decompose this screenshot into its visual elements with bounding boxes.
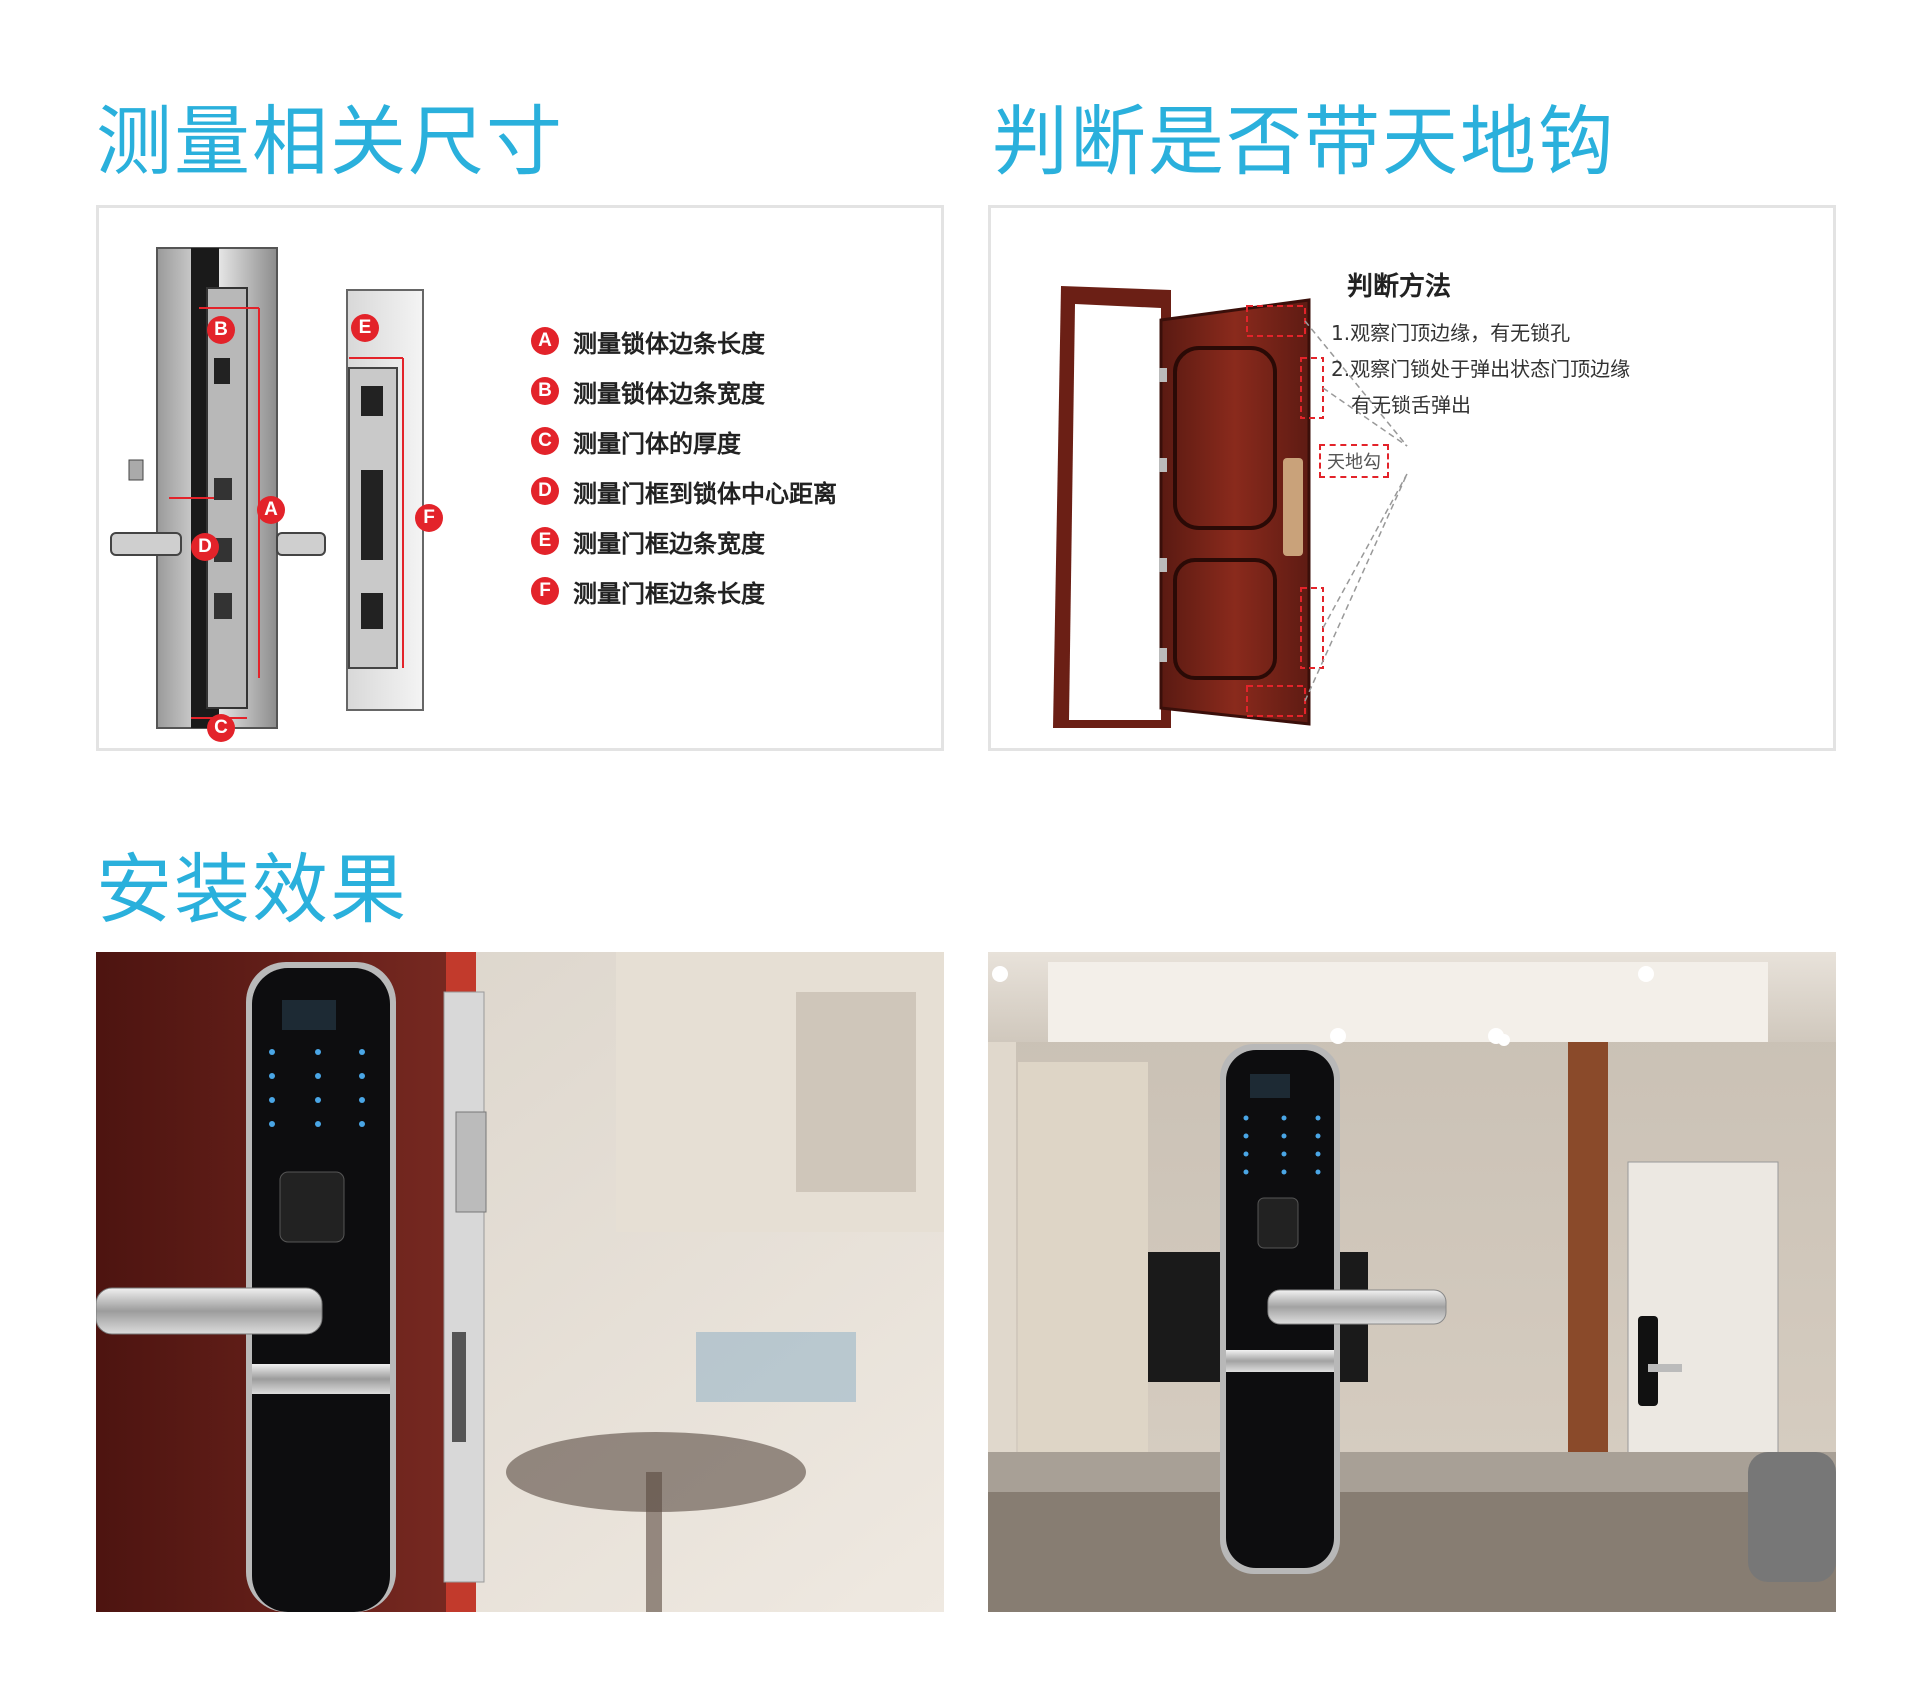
install-photo-room bbox=[988, 952, 1836, 1612]
legend-badge: C bbox=[531, 427, 559, 455]
lock-diagram bbox=[110, 247, 424, 729]
legend-badge: F bbox=[531, 577, 559, 605]
measure-panel: B A D C E F A 测量锁体边条长度 B 测量锁体边条宽度 C 测量门体… bbox=[96, 205, 944, 751]
diagram-badge-b: B bbox=[207, 316, 235, 344]
room-illustration bbox=[988, 952, 1836, 1612]
legend-text: 测量锁体边条宽度 bbox=[573, 379, 765, 408]
room-fingerprint-sensor-icon bbox=[1257, 1197, 1299, 1249]
method-line: 1.观察门顶边缘，有无锁孔 bbox=[1331, 321, 1571, 345]
measure-legend: A 测量锁体边条长度 B 测量锁体边条宽度 C 测量门体的厚度 D 测量门框到锁… bbox=[531, 326, 837, 626]
legend-item: B 测量锁体边条宽度 bbox=[531, 376, 837, 408]
legend-text: 测量锁体边条长度 bbox=[573, 329, 765, 358]
legend-item: C 测量门体的厚度 bbox=[531, 426, 837, 458]
fingerprint-sensor-icon bbox=[279, 1171, 345, 1243]
door-diagram bbox=[1053, 286, 1408, 728]
legend-text: 测量门框边条长度 bbox=[573, 579, 765, 608]
judge-method: 判断方法 1.观察门顶边缘，有无锁孔 2.观察门锁处于弹出状态门顶边缘 有无锁舌… bbox=[1331, 266, 1630, 423]
legend-item: F 测量门框边条长度 bbox=[531, 576, 837, 608]
legend-item: A 测量锁体边条长度 bbox=[531, 326, 837, 358]
legend-text: 测量门体的厚度 bbox=[573, 429, 741, 458]
method-title: 判断方法 bbox=[1347, 272, 1452, 302]
legend-text: 测量门框到锁体中心距离 bbox=[573, 479, 837, 508]
heading-hook: 判断是否带天地钩 bbox=[992, 97, 1616, 186]
install-photo-closeup bbox=[96, 952, 944, 1612]
heading-measure: 测量相关尺寸 bbox=[96, 97, 564, 186]
closeup-illustration bbox=[96, 952, 944, 1612]
legend-item: E 测量门框边条宽度 bbox=[531, 526, 837, 558]
room-keypad-dots-icon bbox=[1243, 1115, 1321, 1175]
method-line: 有无锁舌弹出 bbox=[1351, 393, 1471, 417]
legend-text: 测量门框边条宽度 bbox=[573, 529, 765, 558]
diagram-badge-a: A bbox=[257, 496, 285, 524]
legend-item: D 测量门框到锁体中心距离 bbox=[531, 476, 837, 508]
legend-badge: D bbox=[531, 477, 559, 505]
diagram-badge-d: D bbox=[191, 533, 219, 561]
legend-badge: A bbox=[531, 327, 559, 355]
hook-panel: 判断方法 1.观察门顶边缘，有无锁孔 2.观察门锁处于弹出状态门顶边缘 有无锁舌… bbox=[988, 205, 1836, 751]
keypad-dots-icon bbox=[269, 1049, 365, 1127]
diagram-badge-e: E bbox=[351, 314, 379, 342]
legend-badge: E bbox=[531, 527, 559, 555]
method-line: 2.观察门锁处于弹出状态门顶边缘 bbox=[1331, 357, 1631, 381]
heading-install: 安装效果 bbox=[96, 845, 408, 934]
hook-callout-label: 天地勾 bbox=[1319, 444, 1389, 478]
diagram-badge-f: F bbox=[415, 504, 443, 532]
diagram-badge-c: C bbox=[207, 714, 235, 742]
legend-badge: B bbox=[531, 377, 559, 405]
